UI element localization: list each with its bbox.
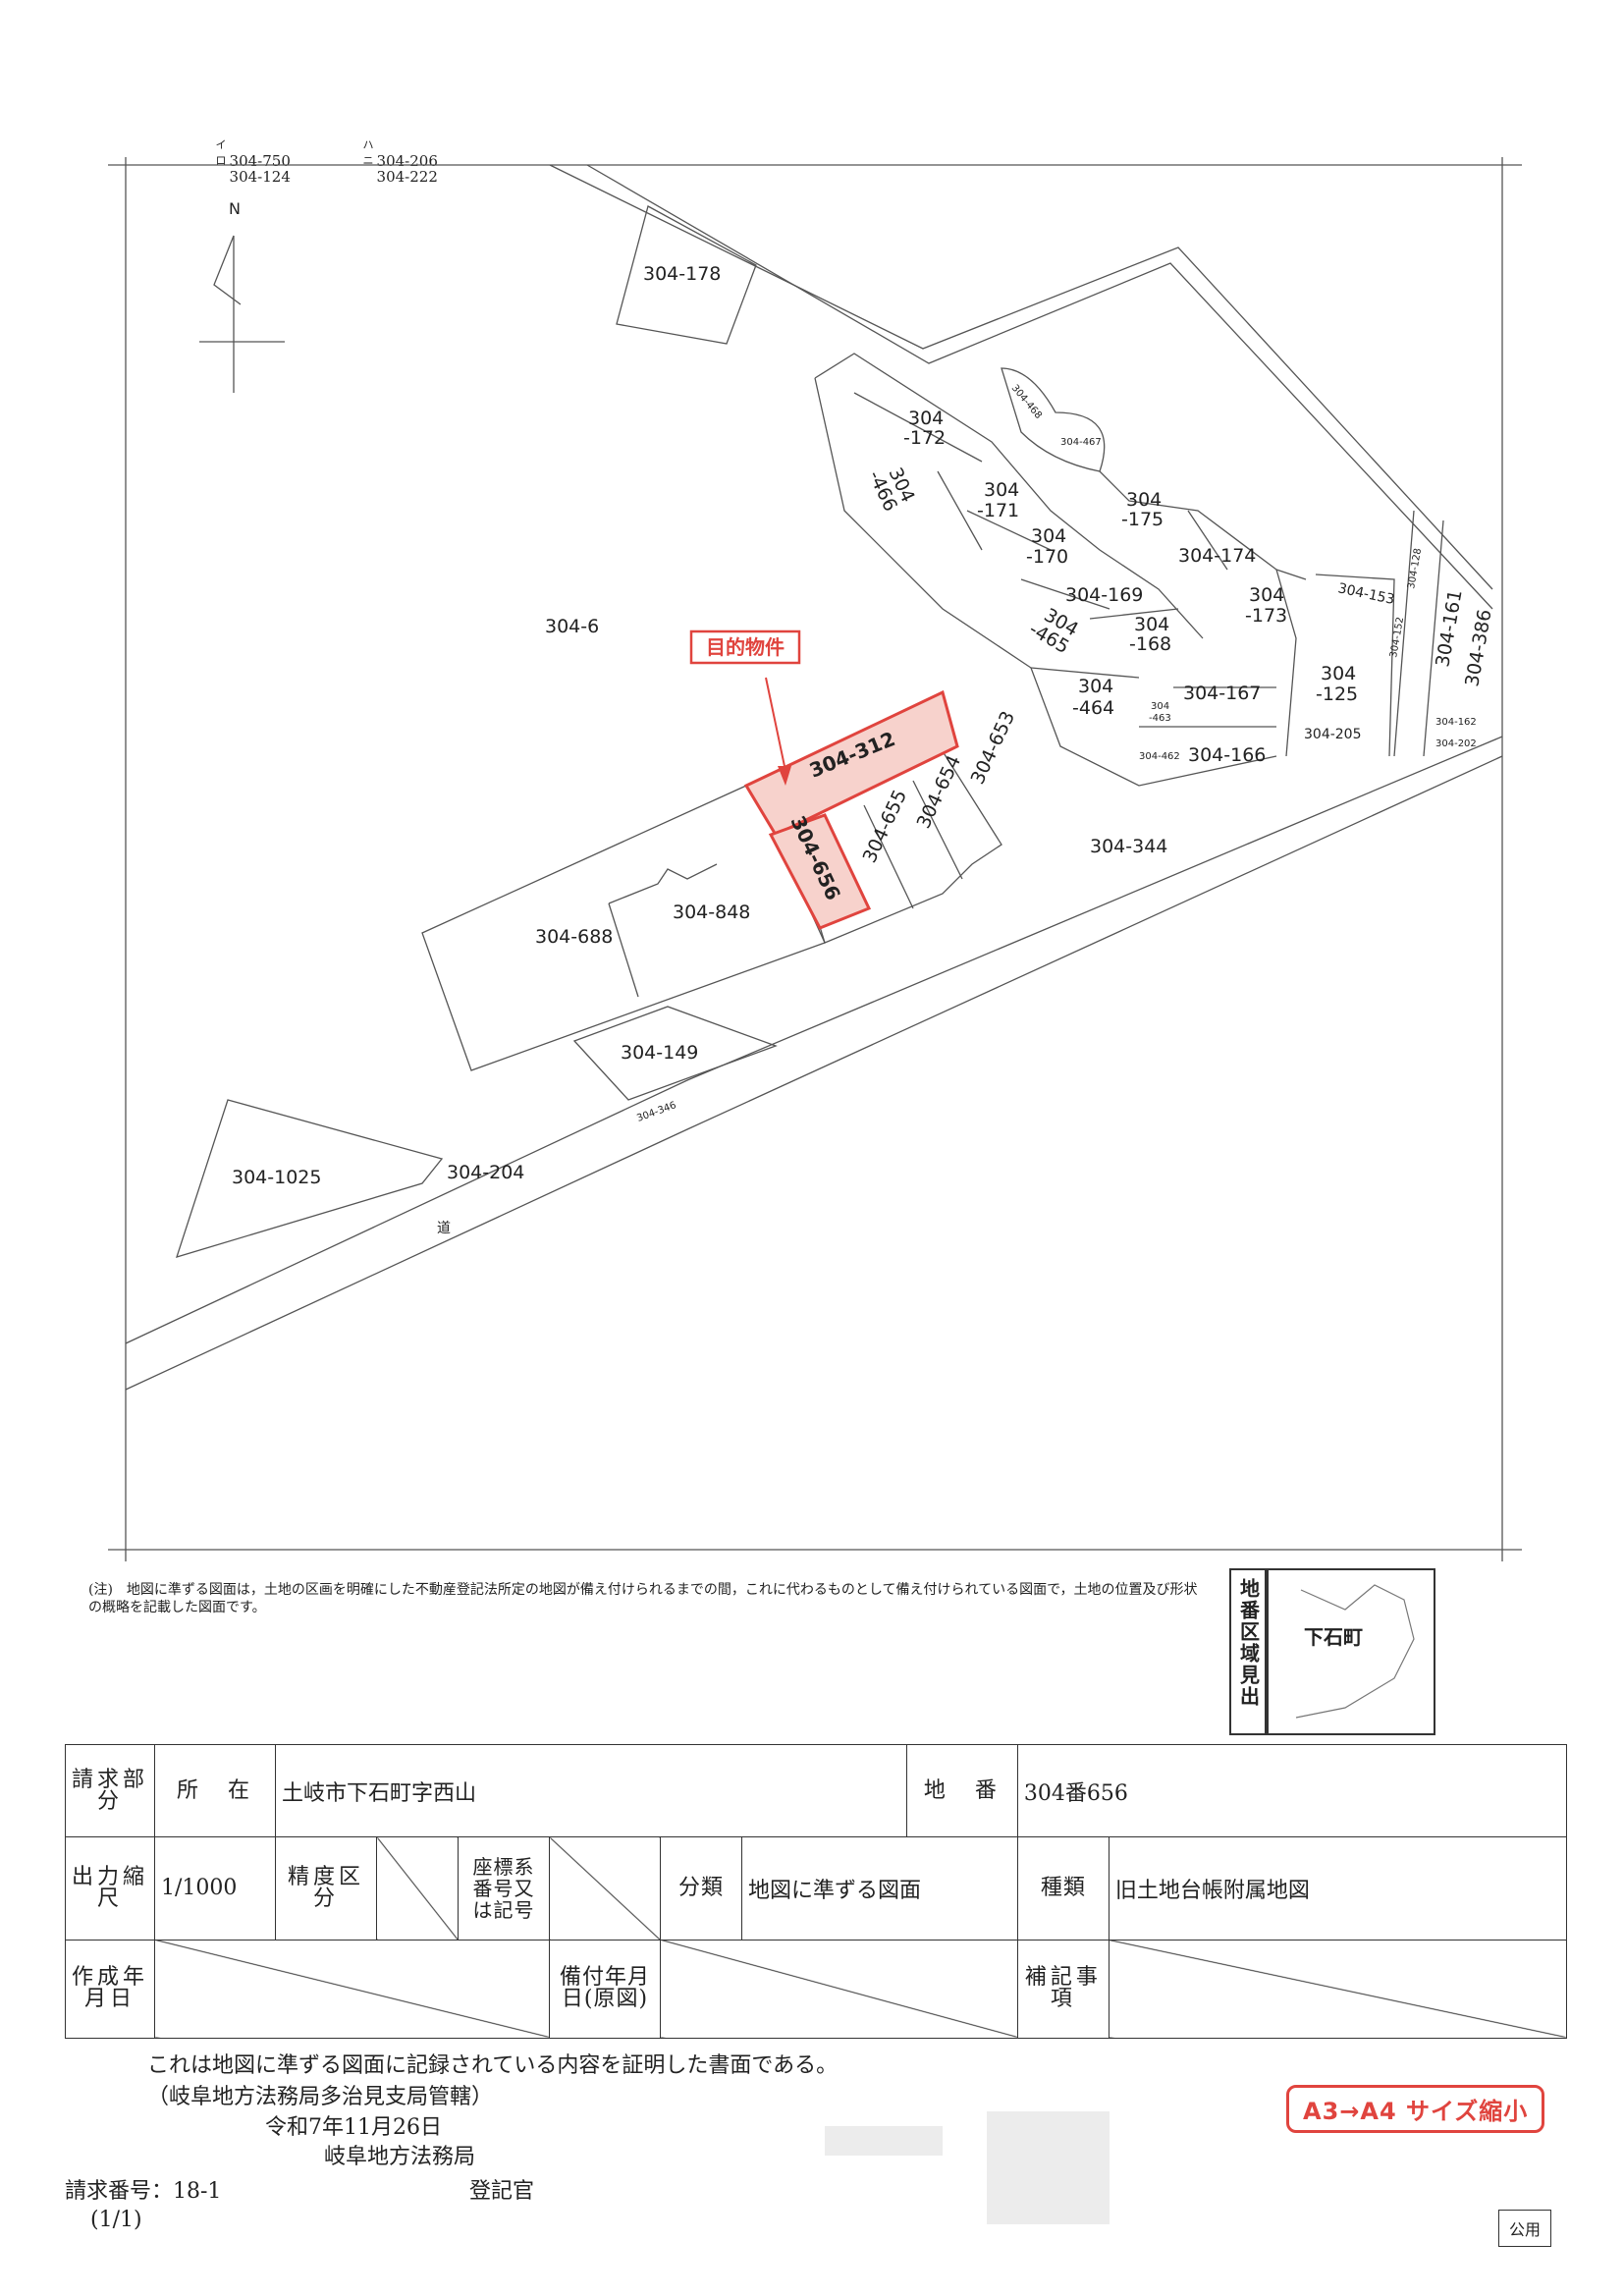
parcel-304-173-a: 304: [1249, 584, 1284, 606]
coord-label: 座標系番号又は記号: [458, 1836, 550, 1941]
area-index-town: 下石町: [1304, 1625, 1363, 1649]
parcel-304-167: 304-167: [1183, 683, 1261, 704]
area-index-outline-icon: [1295, 1584, 1415, 1719]
parcel-304-170-b: -170: [1026, 546, 1068, 568]
parcel-304-162: 304-162: [1435, 717, 1477, 728]
legend-key-i: イ: [215, 138, 227, 151]
cert-line1: これは地図に準ずる図面に記録されている内容を証明した書面である。: [147, 2053, 839, 2078]
req-part-label: 請求部分: [65, 1743, 155, 1838]
parcel-304-204: 304-204: [447, 1162, 524, 1183]
area-index-label-box: 地番区域見出: [1229, 1568, 1269, 1735]
registrar-label: 登記官: [469, 2179, 535, 2204]
parcel-304-175-a: 304: [1126, 489, 1162, 511]
parcel-304-464-a: 304: [1078, 676, 1113, 697]
parcel-304-655: 304-655: [859, 787, 911, 866]
parcel-304-172-a: 304: [908, 408, 944, 429]
parcel-304-128: 304-128: [1406, 547, 1424, 589]
parcel-304-125-a: 304: [1321, 663, 1356, 684]
parcel-304-125-b: -125: [1316, 683, 1358, 705]
resize-stamp: A3→A4 サイズ縮小: [1286, 2085, 1545, 2133]
parcel-304-346: 304-346: [635, 1100, 677, 1124]
road-label: 道: [437, 1221, 451, 1236]
scale-label: 出力縮尺: [65, 1836, 155, 1941]
north-label: N: [229, 199, 241, 218]
parcel-304-166: 304-166: [1188, 744, 1266, 766]
scale-value: 1/1000: [154, 1836, 276, 1941]
parcel-304-467: 304-467: [1060, 437, 1102, 448]
kind-value: 旧土地台帳附属地図: [1108, 1836, 1568, 1941]
created-label: 作成年月日: [65, 1939, 155, 2040]
cert-office: 岐阜地方法務局: [324, 2145, 476, 2169]
target-label: 目的物件: [706, 635, 785, 659]
parcel-304-178: 304-178: [643, 263, 721, 285]
parcel-304-173-b: -173: [1245, 605, 1287, 627]
legend-value-ro: 304-124: [229, 168, 291, 186]
parcel-304-149: 304-149: [621, 1042, 698, 1064]
parcel-304-205: 304-205: [1304, 727, 1362, 742]
parcel-304-463-b: -463: [1149, 713, 1171, 724]
accuracy-label: 精度区分: [275, 1836, 377, 1941]
parcel-304-172-b: -172: [903, 427, 946, 449]
coord-value: [549, 1836, 661, 1941]
filed-label: 備付年月日(原図): [549, 1939, 661, 2040]
parcel-304-168-a: 304: [1134, 614, 1169, 635]
parcel-304-168-b: -168: [1129, 633, 1171, 655]
parcel-304-386: 304-386: [1461, 608, 1495, 688]
parcel-304-170-a: 304: [1031, 525, 1066, 547]
target-label-box: [689, 629, 801, 665]
parcel-304-462: 304-462: [1139, 751, 1180, 762]
official-seal: [987, 2111, 1110, 2224]
remarks-value: [1108, 1939, 1568, 2040]
kind-label: 種類: [1016, 1836, 1110, 1941]
lot-label: 地 番: [905, 1743, 1018, 1838]
area-index-label: 地番区域見出: [1236, 1578, 1261, 1708]
parcel-304-1025: 304-1025: [232, 1167, 321, 1188]
filed-value: [660, 1939, 1018, 2040]
location-label: 所 在: [154, 1743, 276, 1838]
legend-row-2: ロ 304-124: [206, 136, 291, 185]
seal-shadow: [825, 2126, 943, 2156]
cert-line2: （岐阜地方法務局多治見支局管轄）: [147, 2085, 494, 2109]
request-number: 請求番号：18-1: [65, 2179, 222, 2204]
legend-key-ro: ロ: [215, 154, 227, 167]
location-value: 土岐市下石町字西山: [275, 1743, 907, 1838]
parcel-304-153: 304-153: [1336, 580, 1396, 608]
page-number: (1/1): [90, 2208, 142, 2232]
remarks-label: 補記事項: [1016, 1939, 1110, 2040]
class-value: 地図に準ずる図面: [741, 1836, 1018, 1941]
accuracy-value: [376, 1836, 459, 1941]
legend-key-ni: ニ: [362, 154, 374, 167]
class-label: 分類: [660, 1836, 742, 1941]
parcel-304-848: 304-848: [673, 902, 750, 923]
parcel-304-464-b: -464: [1072, 697, 1114, 719]
public-mark: 公用: [1498, 2210, 1552, 2247]
parcel-304-171-b: -171: [977, 500, 1019, 521]
parcel-304-175-b: -175: [1121, 509, 1164, 530]
legend-value-ni: 304-222: [376, 168, 438, 186]
parcel-304-688: 304-688: [535, 926, 613, 948]
parcel-304-202: 304-202: [1435, 738, 1477, 749]
legend-key-ha: ハ: [362, 138, 374, 151]
parcel-304-463-a: 304: [1151, 701, 1169, 712]
parcel-304-174: 304-174: [1178, 545, 1256, 567]
parcel-304-344: 304-344: [1090, 836, 1167, 857]
request-table: 請求部分 所 在 土岐市下石町字西山 地 番 304番656 出力縮尺 1/10…: [65, 1743, 1568, 2040]
parcel-304-171-a: 304: [984, 479, 1019, 501]
legend-row-4: ニ 304-222: [353, 136, 438, 185]
parcel-304-169: 304-169: [1065, 584, 1143, 606]
area-index-map: 下石町: [1265, 1568, 1435, 1735]
cert-date: 令和7年11月26日: [265, 2115, 442, 2140]
cadastral-map: 目的物件 N 道 304-178 304-6 304 -172 304 -466…: [108, 157, 1522, 1561]
lot-value: 304番656: [1016, 1743, 1568, 1838]
map-note: (注) 地図に準ずる図面は，土地の区画を明確にした不動産登記法所定の地図が備え付…: [88, 1582, 1198, 1615]
created-value: [154, 1939, 550, 2040]
parcel-304-6: 304-6: [545, 616, 599, 637]
parcel-304-653: 304-653: [967, 708, 1019, 788]
